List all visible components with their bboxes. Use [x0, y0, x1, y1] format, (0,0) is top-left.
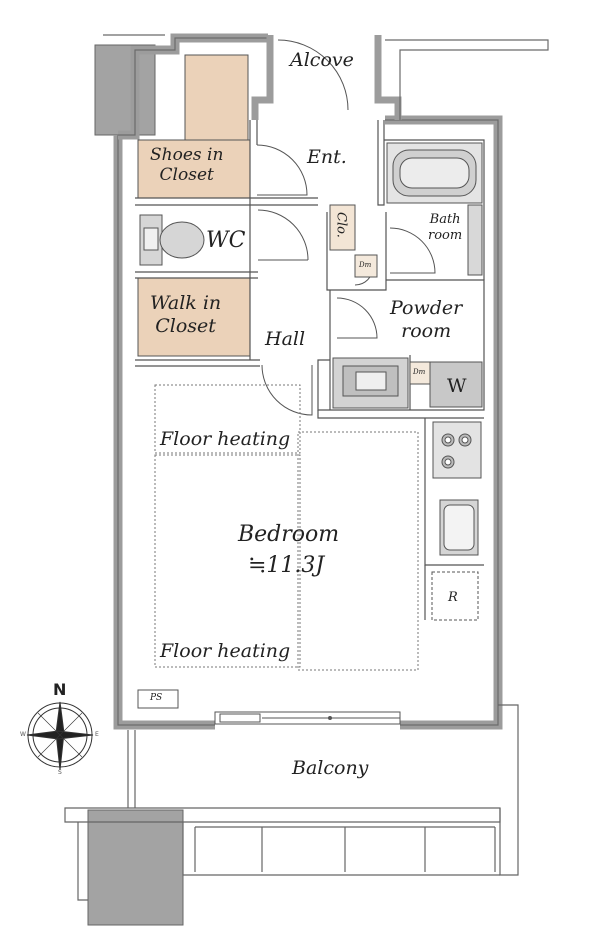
- exterior-walls: [87, 44, 184, 926]
- label-bedroom: Bedroom: [238, 522, 340, 547]
- label-walk-in-closet: Walk in Closet: [150, 292, 222, 337]
- label-alcove: Alcove: [290, 49, 354, 71]
- label-dm-1: Dm: [359, 261, 372, 269]
- compass-icon: [26, 701, 94, 771]
- compass-north-label: N: [53, 680, 67, 699]
- label-clo: Clo.: [333, 212, 349, 238]
- vanity: [332, 357, 483, 409]
- compass-east-label: E: [95, 731, 99, 738]
- label-ps: PS: [150, 693, 163, 703]
- compass-south-label: S: [58, 769, 62, 776]
- bathtub: [386, 142, 483, 276]
- ps-box: [137, 689, 179, 709]
- kitchen: [431, 421, 482, 621]
- label-dm-2: Dm: [413, 368, 426, 376]
- floor-heating-zones: [154, 384, 419, 671]
- label-floor-heating-bottom: Floor heating: [160, 640, 291, 662]
- label-washer: W: [447, 375, 467, 397]
- label-refrigerator: R: [448, 590, 458, 605]
- balcony-frame: [64, 704, 519, 901]
- label-shoes-closet: Shoes in Closet: [150, 145, 224, 186]
- label-entrance: Ent.: [307, 146, 347, 168]
- label-powder-room: Powder room: [390, 297, 463, 342]
- outer-wall: [103, 33, 549, 730]
- label-hall: Hall: [265, 328, 306, 350]
- label-bath: Bath room: [428, 212, 463, 243]
- label-bedroom-area: ≒11.3J: [248, 553, 325, 578]
- label-floor-heating-top: Floor heating: [160, 428, 291, 450]
- dm-boxes: [354, 254, 431, 385]
- compass-west-label: W: [20, 731, 26, 738]
- balcony-window: [214, 711, 401, 725]
- clo-closet: [329, 204, 356, 251]
- label-balcony: Balcony: [292, 757, 369, 779]
- interior-walls: [135, 120, 485, 620]
- door-swings: [256, 39, 436, 416]
- toilet: [139, 214, 205, 266]
- label-wc: WC: [206, 228, 246, 253]
